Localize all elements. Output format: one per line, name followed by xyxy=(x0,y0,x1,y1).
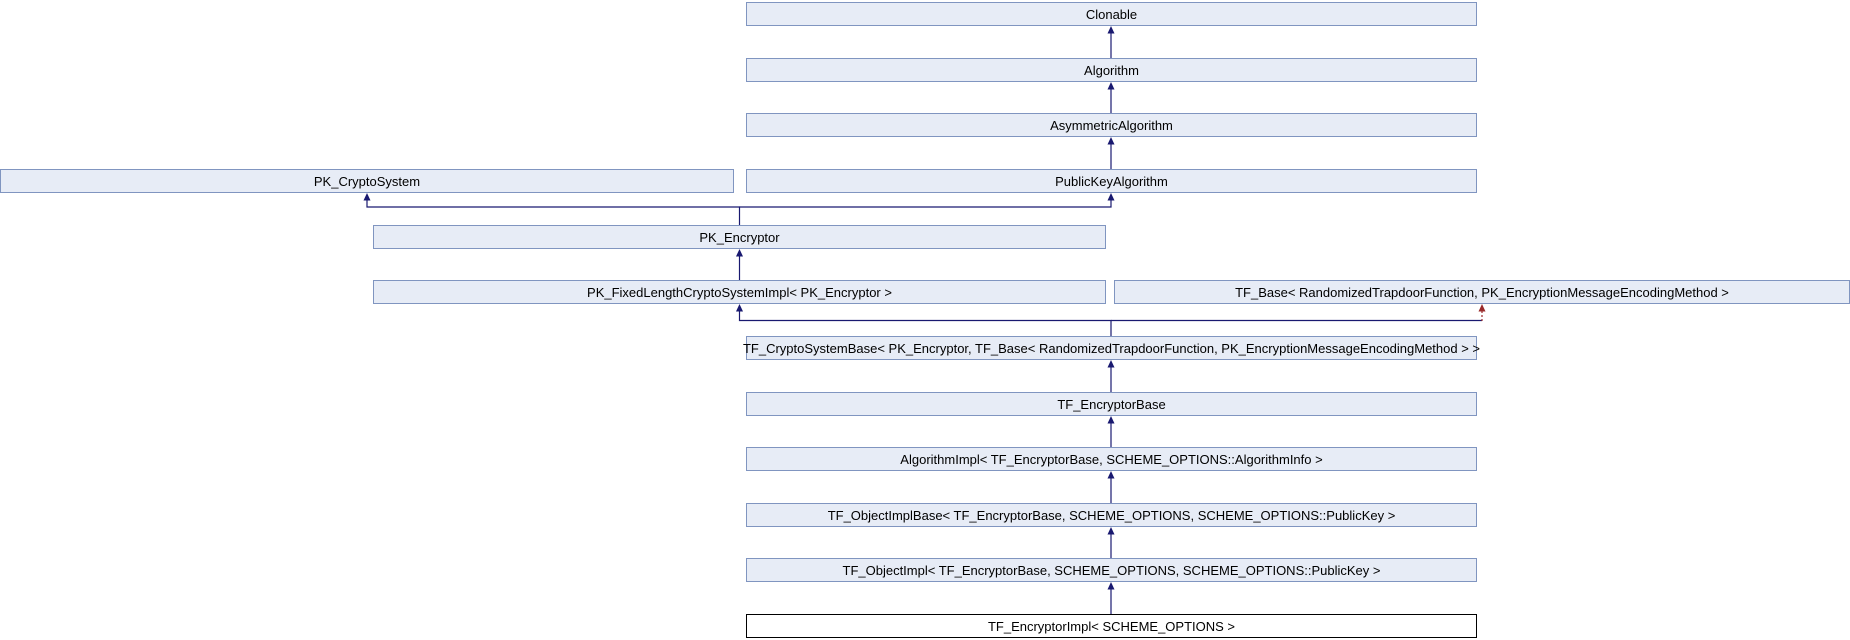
class-node-tf-cryptosystem-base[interactable]: TF_CryptoSystemBase< PK_Encryptor, TF_Ba… xyxy=(742,336,1481,360)
class-node-label: TF_EncryptorBase xyxy=(1057,396,1166,412)
inheritance-arrow-tfcryptosystembase-to-pkfixedlengthcryptosystemimpl xyxy=(736,304,1112,336)
inheritance-arrow-asymmetricalgorithm-to-algorithm xyxy=(1107,82,1115,113)
class-node-publickey-algorithm[interactable]: PublicKeyAlgorithm xyxy=(746,169,1477,193)
class-node-label: PK_Encryptor xyxy=(699,229,780,245)
class-node-pk-encryptor[interactable]: PK_Encryptor xyxy=(373,225,1106,249)
class-node-label: TF_ObjectImpl< TF_EncryptorBase, SCHEME_… xyxy=(842,562,1381,578)
inheritance-arrow-algorithmimpl-to-tfencryptorbase xyxy=(1107,416,1115,447)
class-node-label: Clonable xyxy=(1085,6,1138,22)
inheritance-arrow-tfcryptosystembase-to-tfbase xyxy=(1111,304,1486,322)
class-node-asymmetric-algorithm[interactable]: AsymmetricAlgorithm xyxy=(746,113,1477,137)
class-node-label: TF_Base< RandomizedTrapdoorFunction, PK_… xyxy=(1235,284,1729,300)
inheritance-arrow-tfobjectimplbase-to-algorithmimpl xyxy=(1107,471,1115,503)
class-node-label: PK_CryptoSystem xyxy=(313,173,421,189)
class-node-tf-object-impl-base[interactable]: TF_ObjectImplBase< TF_EncryptorBase, SCH… xyxy=(746,503,1477,527)
class-node-algorithm-impl[interactable]: AlgorithmImpl< TF_EncryptorBase, SCHEME_… xyxy=(746,447,1477,471)
class-node-label: PK_FixedLengthCryptoSystemImpl< PK_Encry… xyxy=(587,284,892,300)
class-node-algorithm[interactable]: Algorithm xyxy=(746,58,1477,82)
class-node-label: AlgorithmImpl< TF_EncryptorBase, SCHEME_… xyxy=(900,451,1323,467)
class-node-label: TF_EncryptorImpl< SCHEME_OPTIONS > xyxy=(987,618,1236,634)
inheritance-arrow-tfencryptorimpl-to-tfobjectimpl xyxy=(1107,582,1115,614)
inheritance-arrow-pkfixedlengthcryptosystemimpl-to-pkencryptor xyxy=(736,249,743,280)
inheritance-arrow-algorithm-to-clonable xyxy=(1107,26,1115,58)
class-node-label: PublicKeyAlgorithm xyxy=(1055,173,1168,189)
class-node-pk-cryptosystem[interactable]: PK_CryptoSystem xyxy=(0,169,734,193)
inheritance-arrow-tfobjectimpl-to-tfobjectimplbase xyxy=(1107,527,1115,558)
class-node-label: AsymmetricAlgorithm xyxy=(1050,117,1173,133)
inheritance-arrow-pkencryptor-to-publickeyalgorithm xyxy=(739,193,1115,208)
class-node-label: TF_ObjectImplBase< TF_EncryptorBase, SCH… xyxy=(827,507,1396,523)
class-node-tf-base[interactable]: TF_Base< RandomizedTrapdoorFunction, PK_… xyxy=(1114,280,1850,304)
class-node-tf-encryptor-impl: TF_EncryptorImpl< SCHEME_OPTIONS > xyxy=(746,614,1477,638)
class-node-label: Algorithm xyxy=(1084,62,1139,78)
class-node-pk-fixedlength-cryptosystem-impl[interactable]: PK_FixedLengthCryptoSystemImpl< PK_Encry… xyxy=(373,280,1106,304)
class-node-clonable[interactable]: Clonable xyxy=(746,2,1477,26)
class-node-tf-encryptor-base[interactable]: TF_EncryptorBase xyxy=(746,392,1477,416)
class-node-tf-object-impl[interactable]: TF_ObjectImpl< TF_EncryptorBase, SCHEME_… xyxy=(746,558,1477,582)
class-node-label: TF_CryptoSystemBase< PK_Encryptor, TF_Ba… xyxy=(742,340,1481,356)
inheritance-arrow-pkencryptor-to-pkcryptosystem xyxy=(363,193,741,225)
inheritance-arrow-publickeyalgorithm-to-asymmetricalgorithm xyxy=(1107,137,1115,169)
inheritance-arrow-tfencryptorbase-to-tfcryptosystembase xyxy=(1107,360,1115,392)
